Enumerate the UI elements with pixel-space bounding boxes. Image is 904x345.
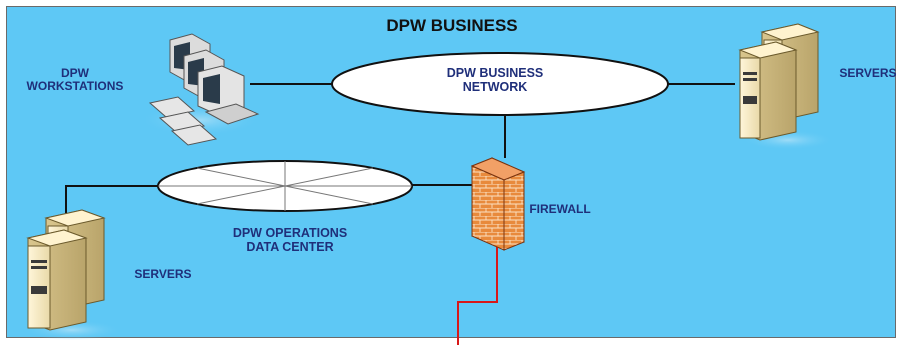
connection-lines (65, 83, 735, 213)
operations-center-label-line1: DPW OPERATIONS (232, 226, 348, 240)
servers-right-label: SERVERS (839, 66, 897, 80)
business-network-label-line1: DPW BUSINESS (446, 66, 544, 80)
firewall-label: FIREWALL (529, 202, 591, 216)
business-network-ellipse (331, 52, 669, 116)
firewall-icon (470, 157, 526, 251)
servers-left-icon (22, 209, 122, 340)
servers-right-icon (738, 23, 834, 150)
business-network-label: DPW BUSINESS NETWORK (430, 66, 560, 94)
workstations-label-line1: DPW (61, 66, 89, 80)
servers-left-label: SERVERS (134, 267, 192, 281)
business-network-label-line2: NETWORK (462, 80, 528, 94)
operations-center-label: DPW OPERATIONS DATA CENTER (195, 226, 385, 254)
diagram-title: DPW BUSINESS (386, 16, 518, 35)
operations-data-center-ellipse (157, 160, 413, 212)
operations-center-label-line2: DATA CENTER (246, 240, 334, 254)
workstations-label: DPW WORKSTATIONS (10, 66, 140, 94)
link-operations-servers-left (65, 185, 158, 213)
workstations-icon (140, 33, 260, 146)
external-link-line (457, 238, 498, 345)
workstation-monitor-front (197, 65, 245, 117)
workstations-label-line2: WORKSTATIONS (26, 79, 124, 94)
